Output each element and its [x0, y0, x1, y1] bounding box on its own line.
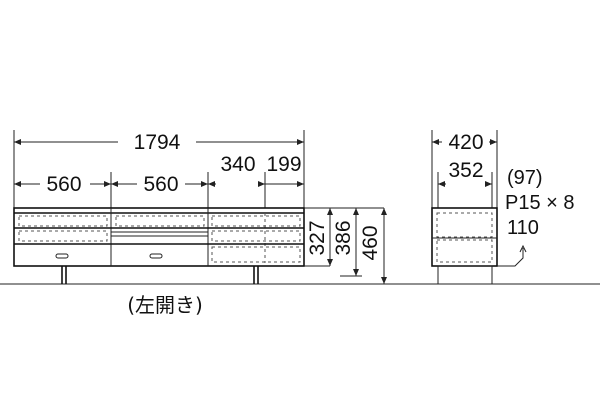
- dim-drawer-width-1: 560: [46, 173, 81, 196]
- dim-depth-inner: 352: [448, 159, 483, 182]
- dim-right-section-width: 199: [266, 153, 301, 176]
- dim-height-total: 460: [359, 225, 382, 260]
- side-view: 420 352 (97) P15 × 8 110: [431, 130, 575, 285]
- dim-height-inner: 327: [306, 220, 329, 255]
- note-2: P15 × 8: [505, 192, 575, 214]
- dim-total-width: 1794: [134, 131, 181, 154]
- front-view: 1794 560 560 340 199: [13, 130, 387, 317]
- note-3: 110: [507, 217, 539, 239]
- drawer-handle-left: [55, 253, 69, 259]
- dim-height-mid: 386: [332, 220, 355, 255]
- cabinet-body-front: [13, 207, 305, 267]
- dim-drawer-width-2: 560: [143, 173, 178, 196]
- note-1: (97): [507, 167, 543, 189]
- cabinet-body-side: [431, 207, 498, 267]
- caption-left-opening: (左開き): [127, 293, 203, 317]
- dim-section-width: 340: [220, 153, 255, 176]
- drawer-handle-middle: [149, 253, 163, 259]
- dim-depth-total: 420: [448, 131, 483, 154]
